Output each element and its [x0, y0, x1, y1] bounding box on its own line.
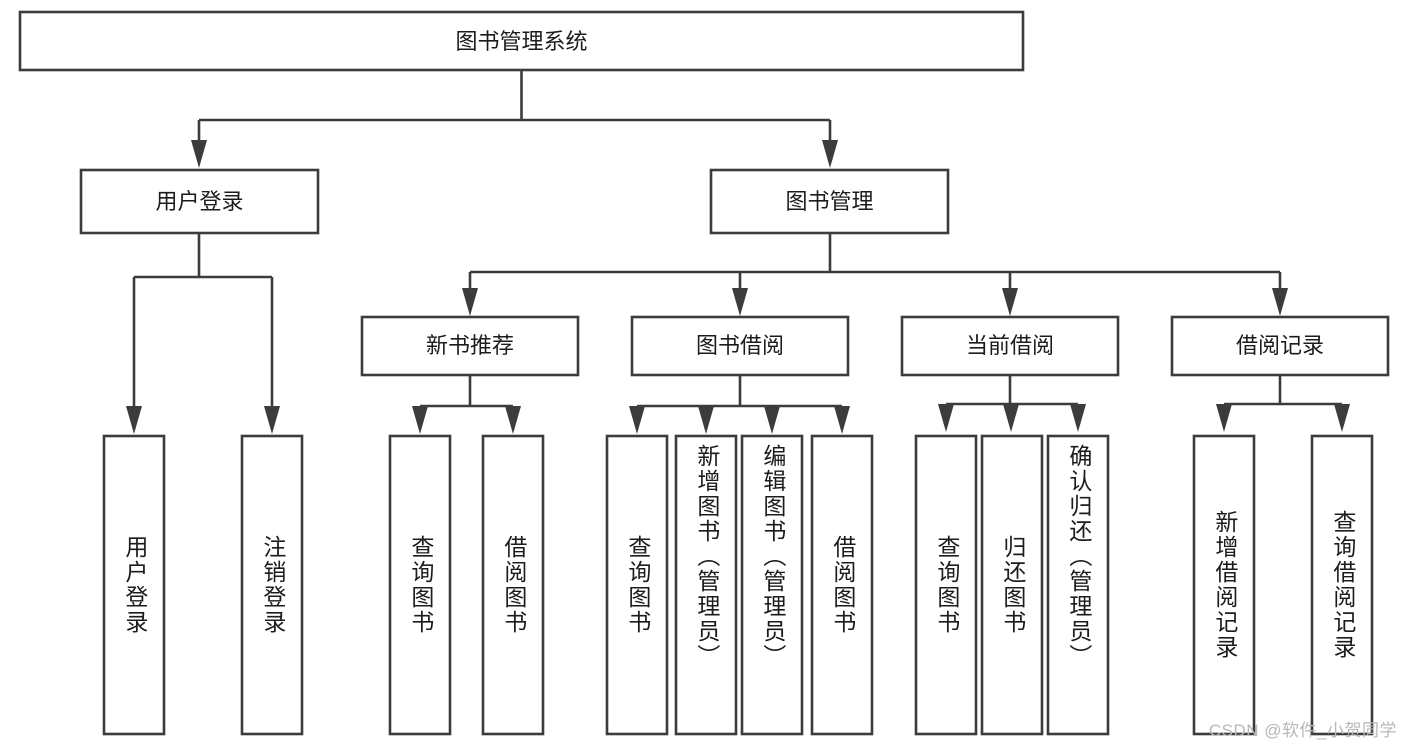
- arrowhead-new-book: [462, 288, 478, 316]
- node-current-borrow-label: 当前借阅: [966, 333, 1054, 358]
- csdn-watermark: CSDN @软件_小贺同学: [1208, 721, 1397, 740]
- leaf-box-cb-return-book[interactable]: [980, 434, 1044, 736]
- node-book-borrow-label: 图书借阅: [696, 333, 784, 358]
- node-new-book-recommend[interactable]: 新书推荐: [360, 315, 580, 377]
- node-current-borrow-box[interactable]: [900, 315, 1120, 377]
- node-new-book-recommend-label: 新书推荐: [426, 333, 514, 358]
- arrowhead-bb-leaf-1: [629, 406, 645, 434]
- node-book-borrow[interactable]: 图书借阅: [630, 315, 850, 377]
- connector-group: [126, 71, 1350, 434]
- node-book-management-label: 图书管理: [785, 189, 873, 214]
- node-book-management-box[interactable]: [709, 168, 950, 235]
- node-root[interactable]: 图书管理系统: [18, 10, 1025, 72]
- arrowhead-bb-leaf-3: [764, 406, 780, 434]
- arrowhead-leaf-user-login: [126, 406, 142, 434]
- arrowhead-current-borrow: [1002, 288, 1018, 316]
- node-borrow-record[interactable]: 借阅记录: [1170, 315, 1390, 377]
- node-user-login-box[interactable]: [79, 168, 320, 235]
- leaf-box-br-query-record[interactable]: [1310, 434, 1374, 736]
- leaf-box-cb-query-book[interactable]: [914, 434, 978, 736]
- arrowhead-borrow-record: [1272, 288, 1288, 316]
- arrowhead-br-leaf-1: [1216, 404, 1232, 432]
- arrowhead-book-mgmt: [822, 140, 838, 168]
- leaf-box-user-login[interactable]: [102, 434, 166, 736]
- node-user-login[interactable]: 用户登录: [79, 168, 320, 235]
- leaf-box-nb-query-book[interactable]: [388, 434, 452, 736]
- node-root-label: 图书管理系统: [455, 29, 587, 54]
- arrowhead-cb-leaf-1: [938, 404, 954, 432]
- leaf-box-bb-query-book[interactable]: [605, 434, 669, 736]
- arrowhead-user-login: [191, 140, 207, 168]
- leaf-box-logout[interactable]: [240, 434, 304, 736]
- arrowhead-nb-leaf-2: [505, 406, 521, 434]
- arrowhead-cb-leaf-2: [1003, 404, 1019, 432]
- leaf-box-br-add-record[interactable]: [1192, 434, 1256, 736]
- node-borrow-record-label: 借阅记录: [1236, 333, 1324, 358]
- leaf-box-nb-borrow-book[interactable]: [481, 434, 545, 736]
- leaf-box-bb-borrow-book[interactable]: [810, 434, 874, 736]
- arrowhead-bb-leaf-4: [834, 406, 850, 434]
- leaf-box-cb-confirm-return[interactable]: [1046, 434, 1110, 736]
- leaf-box-bb-add-book[interactable]: [674, 434, 738, 736]
- arrowhead-leaf-logout: [264, 406, 280, 434]
- node-book-management[interactable]: 图书管理: [709, 168, 950, 235]
- node-user-login-label: 用户登录: [155, 189, 243, 214]
- leaf-box-bb-edit-book[interactable]: [740, 434, 804, 736]
- node-borrow-record-box[interactable]: [1170, 315, 1390, 377]
- arrowhead-book-borrow: [732, 288, 748, 316]
- node-book-borrow-box[interactable]: [630, 315, 850, 377]
- node-root-box[interactable]: [18, 10, 1025, 72]
- arrowhead-nb-leaf-1: [412, 406, 428, 434]
- arrowhead-br-leaf-2: [1334, 404, 1350, 432]
- arrowhead-bb-leaf-2: [698, 406, 714, 434]
- node-new-book-recommend-box[interactable]: [360, 315, 580, 377]
- node-current-borrow[interactable]: 当前借阅: [900, 315, 1120, 377]
- arrowhead-cb-leaf-3: [1070, 404, 1086, 432]
